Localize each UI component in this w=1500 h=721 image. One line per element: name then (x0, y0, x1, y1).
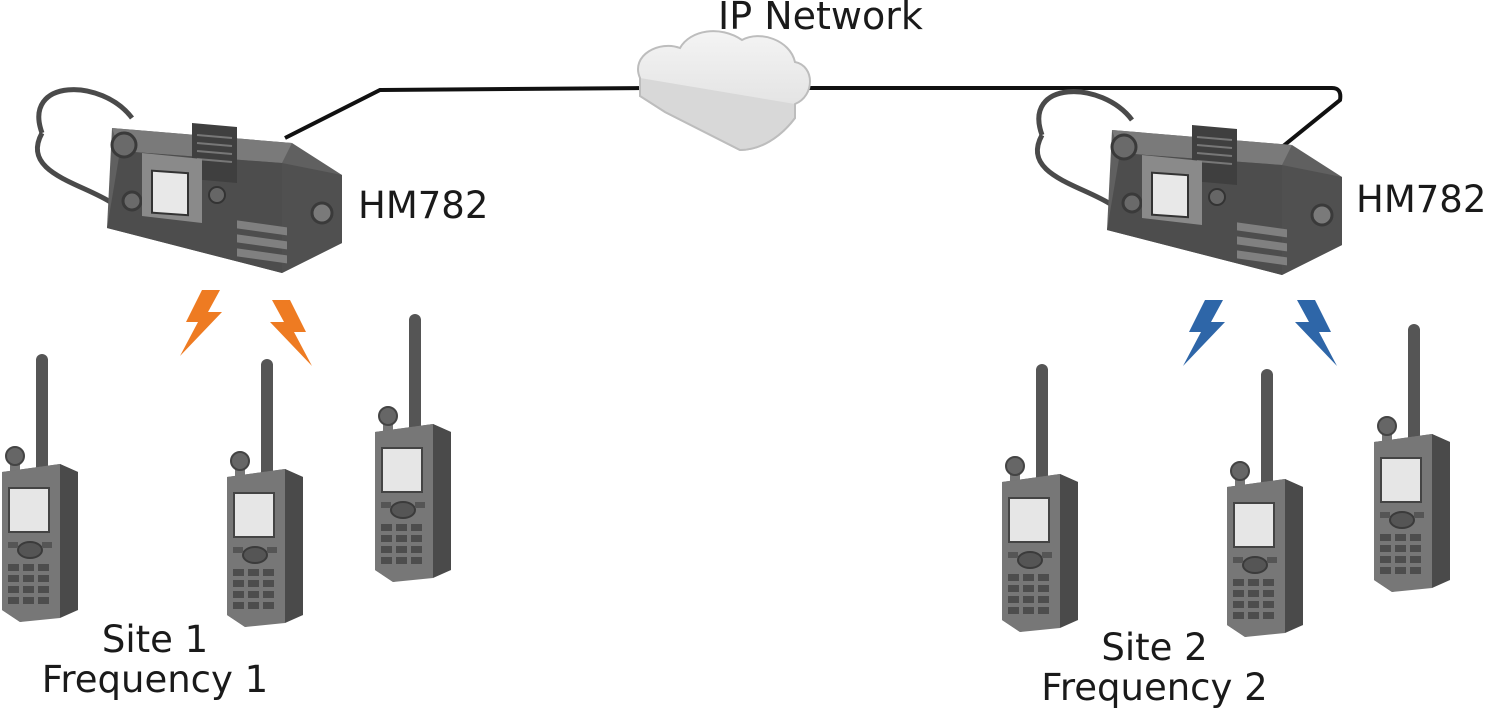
repeater-right (1037, 92, 1342, 275)
lightning-icon-site2-a (1183, 300, 1225, 366)
cloud-icon (637, 30, 811, 152)
network-label: IP Network (718, 0, 923, 38)
handheld-radio-site2-3 (1373, 323, 1451, 593)
site-name: Site 2 (1101, 626, 1208, 669)
site-name: Site 1 (101, 618, 209, 661)
lightning-icon-site1-a (180, 290, 222, 356)
handheld-radio-site2-1 (1001, 363, 1079, 633)
handheld-radio-site1-1 (1, 353, 79, 623)
handheld-radio-site1-2 (226, 358, 304, 628)
handheld-radio-site2-2 (1226, 368, 1304, 638)
link-right (805, 86, 1343, 149)
site-label-1: Site 1 Frequency 1 (25, 620, 285, 700)
repeater-label-left: HM782 (358, 184, 489, 227)
lightning-icon-site2-b (1295, 300, 1337, 366)
repeater-left (37, 90, 342, 273)
site-frequency: Frequency 1 (41, 657, 269, 701)
lightning-icon-site1-b (270, 300, 312, 366)
link-left (284, 86, 646, 140)
site-frequency: Frequency 2 (1041, 665, 1268, 709)
site-label-2: Site 2 Frequency 2 (1022, 628, 1287, 708)
repeater-label-right: HM782 (1356, 178, 1487, 221)
handheld-radio-site1-3 (374, 313, 452, 583)
